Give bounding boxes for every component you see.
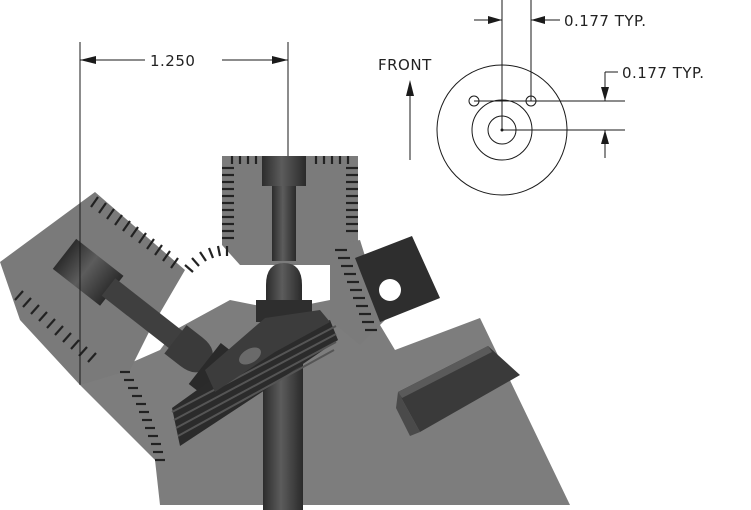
dimension-label-hole-y: 0.177 TYP. <box>622 64 705 82</box>
dimension-label-width: 1.250 <box>150 52 195 70</box>
right-prism <box>396 346 520 436</box>
fins-left-lower <box>14 290 97 363</box>
valve-guide-angled <box>52 238 124 306</box>
fins-top-left <box>222 166 234 240</box>
dimension-label-hole-x: 0.177 TYP. <box>564 12 647 30</box>
fins-top-edge <box>230 156 350 164</box>
valve-stem-angled <box>101 278 187 352</box>
fins-junction <box>184 245 229 273</box>
front-view-detail: 0.177 TYP. 0.177 TYP. <box>436 0 705 196</box>
fins-right <box>335 248 377 332</box>
fins-left-upper <box>90 196 179 269</box>
valve-neck-angled <box>164 325 213 373</box>
crown-hole <box>239 347 261 365</box>
valve-neck-vertical <box>266 263 302 300</box>
valve-stem-vertical <box>272 186 296 261</box>
front-label: FRONT <box>378 56 432 74</box>
cooling-fins <box>14 156 377 462</box>
fins-top-right <box>346 166 358 233</box>
bracket-hole <box>379 279 401 301</box>
dimension-1250: 1.250 <box>79 42 289 385</box>
piston-crown <box>171 310 338 446</box>
spark-plug-bracket <box>355 236 440 322</box>
valve-guide-top <box>262 156 306 186</box>
front-arrow-icon <box>406 80 414 96</box>
fins-body-left <box>120 370 165 462</box>
front-indicator: FRONT <box>378 56 432 160</box>
